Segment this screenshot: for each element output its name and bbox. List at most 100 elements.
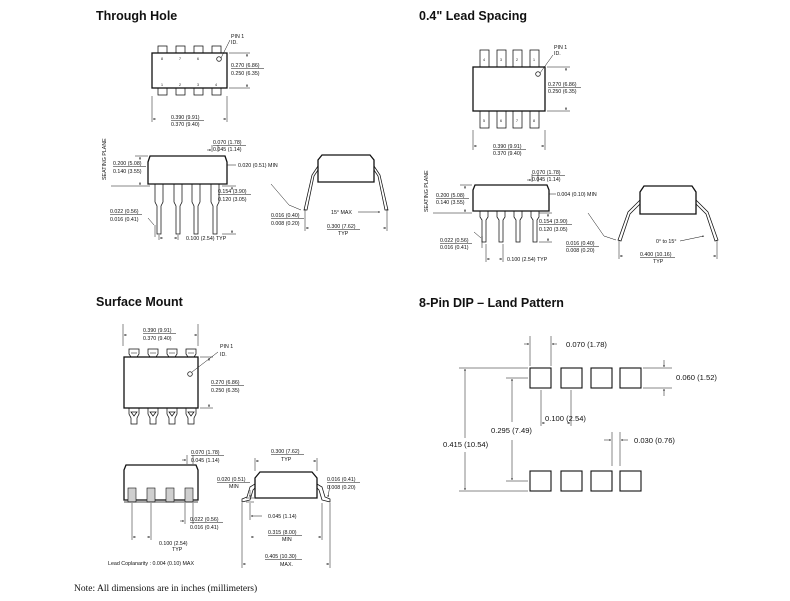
svg-text:MIN: MIN [282,537,292,543]
svg-text:0.250 (6.35): 0.250 (6.35) [548,89,577,95]
through-hole-shoulder-dim: 0.070 (1.78) [213,140,242,146]
through-hole-section: Through Hole 8 7 6 1 2 3 4 PIN 1 ID. [96,9,389,242]
svg-text:TYP: TYP [653,259,664,265]
land-pad [619,470,642,492]
svg-text:4: 4 [483,58,485,62]
land-pattern-row-spacing-dim: 0.295 (7.49) [491,426,532,435]
through-hole-width-dim: 0.270 (6.86) [231,63,260,69]
through-hole-side-body [147,155,228,185]
lead-spacing-seating-plane-label: SEATING PLANE [424,170,430,212]
svg-text:0.250 (6.35): 0.250 (6.35) [231,71,260,77]
svg-text:0.016 (0.41): 0.016 (0.41) [440,245,469,251]
land-pattern-section: 8-Pin DIP – Land Pattern 0.070 (1.78) 0.… [419,296,717,492]
surface-mount-overall-span-dim: 0.405 (10.30) [265,554,297,560]
pin1-marker-icon [535,71,541,77]
svg-text:TYP: TYP [172,547,183,553]
lead-spacing-side-view: SEATING PLANE 0.200 (5.08) 0.140 (3.55) … [424,170,597,263]
lead-spacing-width-dim: 0.270 (6.86) [548,82,577,88]
dimension-units-note: Note: All dimensions are in inches (mill… [74,583,257,594]
lead-spacing-top-view: 4 3 2 1 5 6 7 8 PIN 1 ID. 0.270 (6.86) 0… [472,45,581,157]
through-hole-height-dim: 0.200 (5.08) [113,161,142,167]
lead-spacing-end-view: 0.400 (10.16) TYP 0° to 15° 0.016 (0.40)… [566,185,719,265]
svg-text:5: 5 [483,119,485,123]
svg-text:ID.: ID. [231,40,238,46]
lead-spacing-length-dim: 0.390 (9.91) [493,144,522,150]
surface-mount-pitch-dim: 0.100 (2.54) [159,541,188,547]
through-hole-standoff-dim: 0.020 (0.51) MIN [238,163,278,169]
svg-text:MAX.: MAX. [280,562,293,568]
svg-text:0.370 (9.40): 0.370 (9.40) [143,336,172,342]
land-pattern-gap-dim: 0.030 (0.76) [634,436,675,445]
lead-spacing-package-body [472,66,546,112]
lead-spacing-row-spacing-dim: 0.400 (10.16) [640,252,672,258]
svg-text:6: 6 [197,57,199,61]
land-pad [560,367,583,389]
svg-text:ID.: ID. [220,352,227,358]
svg-text:8: 8 [161,57,163,61]
through-hole-lead-width-dim: 0.022 (0.56) [110,209,139,215]
surface-mount-pin1-label: PIN 1 [220,344,233,350]
lead-spacing-side-body [472,184,550,212]
svg-text:4: 4 [215,83,217,87]
land-pad [619,367,642,389]
surface-mount-row-spacing-dim: 0.300 (7.62) [271,449,300,455]
surface-mount-title: Surface Mount [96,295,184,309]
surface-mount-standoff-dim: 0.020 (0.51) [217,477,246,483]
through-hole-lead-length-dim: 0.154 (3.90) [218,189,247,195]
through-hole-seating-plane-label: SEATING PLANE [102,138,108,180]
through-hole-title: Through Hole [96,9,177,23]
surface-mount-shoulder-dim: 0.070 (1.78) [191,450,220,456]
surface-mount-lead-thickness-dim: 0.016 (0.41) [327,477,356,483]
surface-mount-side-view: 0.070 (1.78) 0.045 (1.14) 0.022 (0.56) 0… [108,450,224,567]
lead-spacing-shoulder-dim: 0.070 (1.78) [532,170,561,176]
surface-mount-lead-width-dim: 0.022 (0.56) [190,517,219,523]
through-hole-package-body [151,52,228,89]
land-pad [590,470,613,492]
svg-text:MIN: MIN [229,484,239,490]
through-hole-end-view: 0.300 (7.62) TYP 15° MAX 0.016 (0.40) 0.… [270,154,389,237]
svg-text:TYP: TYP [338,231,349,237]
lead-spacing-lead-length-dim: 0.154 (3.90) [539,219,568,225]
surface-mount-end-view: 0.300 (7.62) TYP 0.020 (0.51) MIN 0.016 … [217,449,360,568]
surface-mount-inner-span-dim: 0.315 (8.00) [268,530,297,536]
surface-mount-package-body [123,356,199,409]
svg-text:6: 6 [500,119,502,123]
svg-text:3: 3 [500,58,502,62]
lead-spacing-standoff-dim: 0.004 (0.10) MIN [557,192,597,198]
surface-mount-coplanarity-note: Lead Coplanarity : 0.004 (0.10) MAX [108,561,194,567]
svg-text:0.016 (0.41): 0.016 (0.41) [190,525,219,531]
surface-mount-foot-length-dim: 0.045 (1.14) [268,514,297,520]
svg-text:0.008 (0.20): 0.008 (0.20) [566,248,595,254]
through-hole-pin1-label: PIN 1 [231,34,244,40]
surface-mount-top-view: 0.390 (9.91) 0.370 (9.40) PIN 1 ID. 0.27… [122,324,244,425]
land-pattern-dimensions: 0.070 (1.78) 0.060 (1.52) 0.100 (2.54) 0… [443,336,717,492]
svg-text:0.045 (1.14): 0.045 (1.14) [213,147,242,153]
surface-mount-side-body [123,464,199,501]
lead-spacing-title: 0.4" Lead Spacing [419,9,527,23]
land-pattern-pad-width-dim: 0.070 (1.78) [566,340,607,349]
pin1-marker-icon [187,371,193,377]
through-hole-angle-dim: 15° MAX [331,210,352,216]
svg-text:2: 2 [516,58,518,62]
through-hole-row-spacing-dim: 0.300 (7.62) [327,224,356,230]
svg-text:3: 3 [197,83,199,87]
svg-text:0.370 (9.40): 0.370 (9.40) [493,151,522,157]
svg-text:0.016 (0.41): 0.016 (0.41) [110,217,139,223]
lead-spacing-lead-width-dim: 0.022 (0.56) [440,238,469,244]
lead-spacing-angle-dim: 0° to 15° [656,239,676,245]
through-hole-length-dim: 0.390 (9.91) [171,115,200,121]
surface-mount-width-dim: 0.270 (6.86) [211,380,240,386]
svg-text:0.045 (1.14): 0.045 (1.14) [532,177,561,183]
lead-spacing-pin1-label: PIN 1 [554,45,567,51]
land-pad [529,470,552,492]
svg-text:7: 7 [516,119,518,123]
surface-mount-section: Surface Mount 0.390 (9.91) 0.370 (9.40) … [96,295,360,568]
svg-text:1: 1 [533,58,535,62]
svg-text:7: 7 [179,57,181,61]
svg-text:8: 8 [533,119,535,123]
svg-text:2: 2 [179,83,181,87]
land-pattern-pad-height-dim: 0.060 (1.52) [676,373,717,382]
surface-mount-length-dim: 0.390 (9.91) [143,328,172,334]
land-pad [560,470,583,492]
